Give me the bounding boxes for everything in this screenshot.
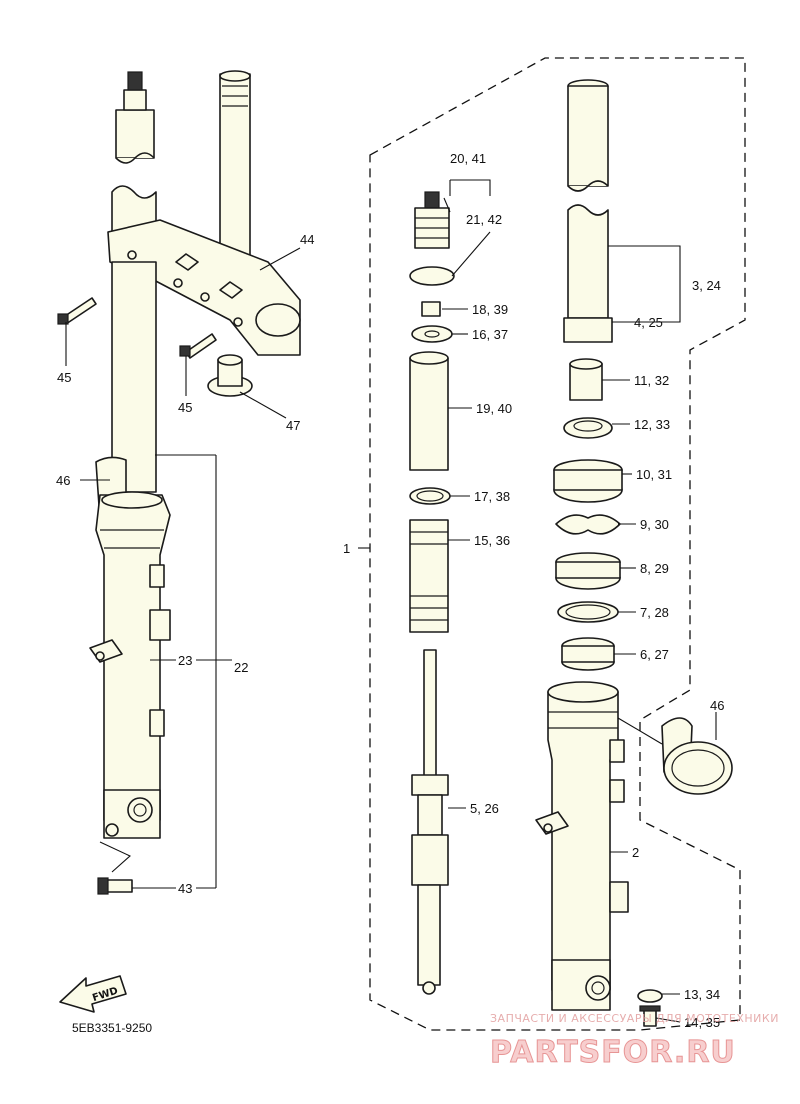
callout-43: 43 xyxy=(178,881,192,896)
callout-1: 1 xyxy=(343,541,350,556)
callout-labels: 44 45 45 47 46 23 22 43 1 20, 41 21, 42 … xyxy=(56,151,724,1030)
watermark-tagline: ЗАПЧАСТИ И АКСЕССУАРЫ ДЛЯ МОТОТЕХНИКИ xyxy=(490,1012,779,1025)
callout-45-left: 45 xyxy=(57,370,71,385)
callout-44: 44 xyxy=(300,232,314,247)
assembly-1-boundary xyxy=(369,57,746,1031)
callout-20-41: 20, 41 xyxy=(450,151,486,166)
callout-3-24: 3, 24 xyxy=(692,278,721,293)
callout-23: 23 xyxy=(178,653,192,668)
watermark-logo-text: PARTSFOR.RU xyxy=(490,1035,736,1070)
fwd-arrow-icon: FWD xyxy=(59,975,127,1013)
assembled-fork-left xyxy=(57,70,301,895)
callout-19-40: 19, 40 xyxy=(476,401,512,416)
callout-10-31: 10, 31 xyxy=(636,467,672,482)
callout-14-35: 14, 35 xyxy=(684,1015,720,1030)
callout-17-38: 17, 38 xyxy=(474,489,510,504)
right-leaders xyxy=(442,179,717,1023)
callout-5-26: 5, 26 xyxy=(470,801,499,816)
callout-47: 47 xyxy=(286,418,300,433)
watermark: ЗАПЧАСТИ И АКСЕССУАРЫ ДЛЯ МОТОТЕХНИКИ PA… xyxy=(490,1012,779,1071)
callout-12-33: 12, 33 xyxy=(634,417,670,432)
left-leaders xyxy=(65,247,301,889)
callout-7-28: 7, 28 xyxy=(640,605,669,620)
callout-9-30: 9, 30 xyxy=(640,517,669,532)
callout-22: 22 xyxy=(234,660,248,675)
callout-15-36: 15, 36 xyxy=(474,533,510,548)
callout-46-right: 46 xyxy=(710,698,724,713)
callout-16-37: 16, 37 xyxy=(472,327,508,342)
callout-46-left: 46 xyxy=(56,473,70,488)
callout-11-32: 11, 32 xyxy=(634,373,669,388)
callout-18-39: 18, 39 xyxy=(472,302,508,317)
callout-6-27: 6, 27 xyxy=(640,647,669,662)
callout-4-25: 4, 25 xyxy=(634,315,663,330)
diagram-code: 5EB3351-9250 xyxy=(72,1021,152,1035)
callout-21-42: 21, 42 xyxy=(466,212,502,227)
callout-2: 2 xyxy=(632,845,639,860)
callout-8-29: 8, 29 xyxy=(640,561,669,576)
exploded-outer-parts xyxy=(535,79,733,1027)
exploded-inner-parts xyxy=(409,191,455,995)
callout-45-mid: 45 xyxy=(178,400,192,415)
callout-13-34: 13, 34 xyxy=(684,987,720,1002)
